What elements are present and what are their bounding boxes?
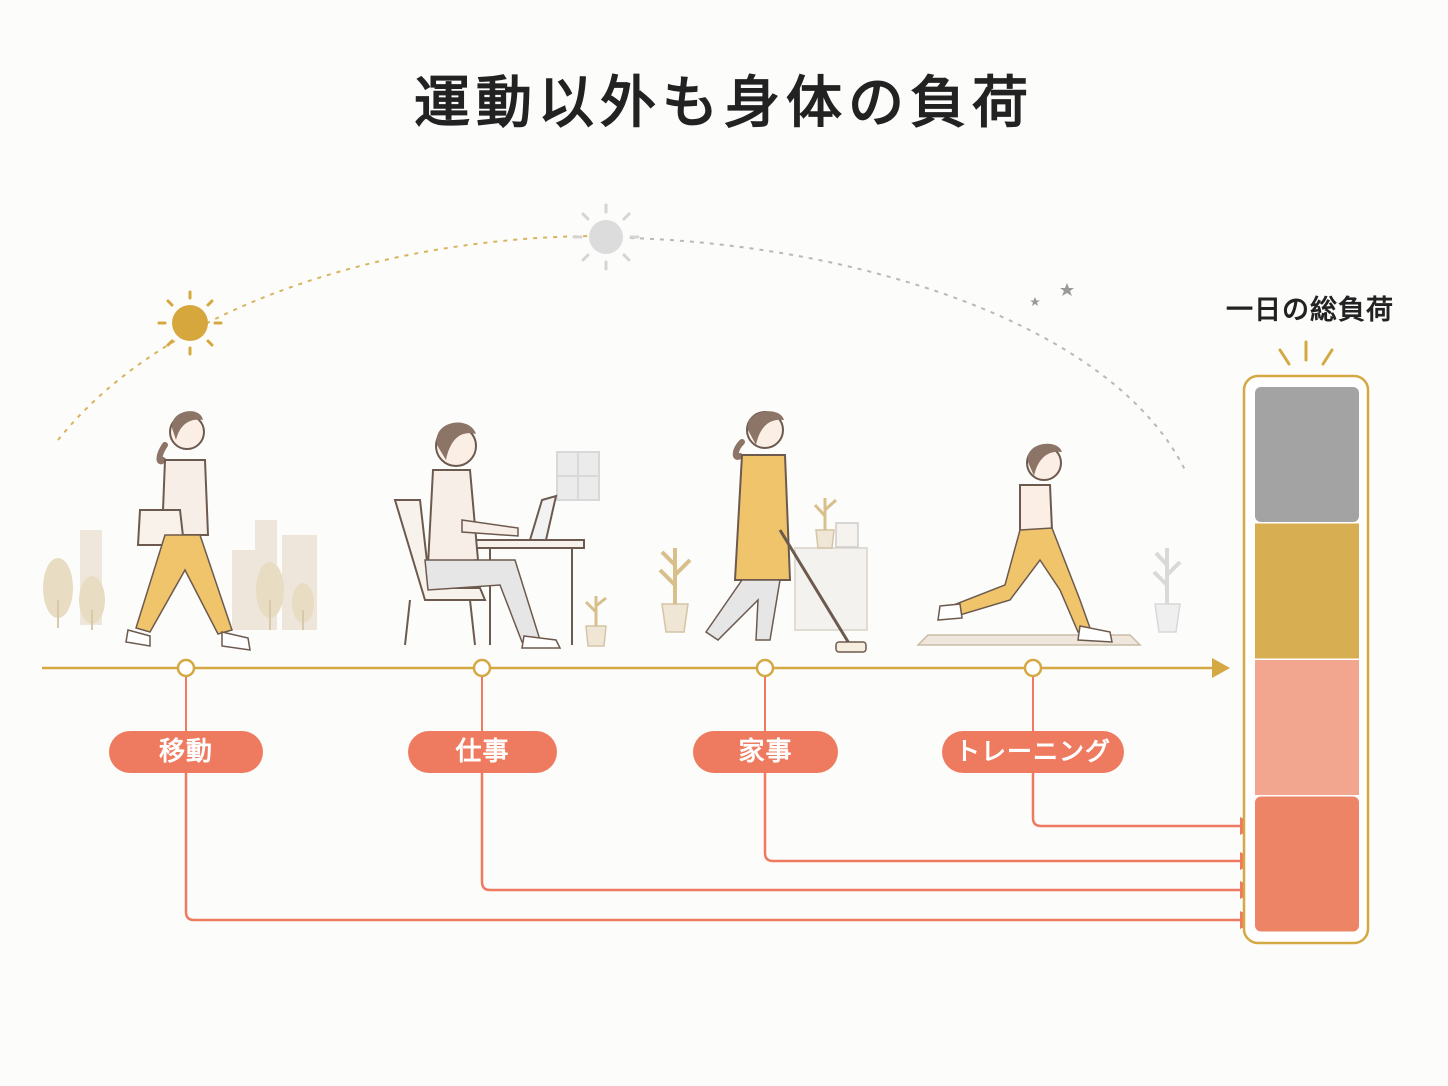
activity-label-move: 移動 — [109, 731, 263, 773]
flow-line-work — [480, 773, 1244, 892]
sun-icon — [157, 290, 223, 356]
flow-line-house — [763, 773, 1244, 863]
load-bar-segment-housework — [1255, 660, 1359, 795]
load-bar-segment-other — [1255, 387, 1359, 522]
load-bar-segment-activities — [1255, 796, 1359, 932]
pale-sun-icon — [572, 203, 640, 271]
star-icon — [1030, 297, 1040, 306]
flow-line-train — [1031, 773, 1244, 828]
load-bar-segments — [1255, 387, 1359, 932]
label-connectors — [185, 677, 1034, 731]
flow-line-move — [184, 773, 1244, 922]
load-bar-segment-training — [1255, 523, 1359, 659]
desk-work-scene — [393, 422, 607, 649]
flow-lines — [184, 773, 1244, 922]
timeline-node-move — [176, 658, 196, 678]
star-icon — [1060, 283, 1074, 296]
glow-rays-icon — [1278, 340, 1334, 366]
timeline-node-work — [472, 658, 492, 678]
timeline-node-house — [755, 658, 775, 678]
page-title: 運動以外も身体の負荷 — [414, 71, 1034, 136]
walking-woman-city-scene — [43, 411, 317, 651]
activity-label-training: トレーニング — [942, 731, 1124, 773]
lunge-training-scene — [916, 443, 1182, 646]
timeline-nodes — [176, 658, 1043, 678]
daily-load-bar — [1242, 340, 1370, 945]
activity-label-work: 仕事 — [408, 731, 557, 773]
timeline-node-train — [1023, 658, 1043, 678]
activity-label-housework: 家事 — [693, 731, 838, 773]
vacuum-cleaning-scene — [658, 411, 868, 653]
moon-icon — [1030, 283, 1074, 348]
day-arc-evening — [629, 237, 1186, 471]
total-load-label: 一日の総負荷 — [1226, 295, 1394, 326]
timeline-arrowhead — [1212, 658, 1230, 678]
day-arc-morning — [57, 234, 606, 441]
